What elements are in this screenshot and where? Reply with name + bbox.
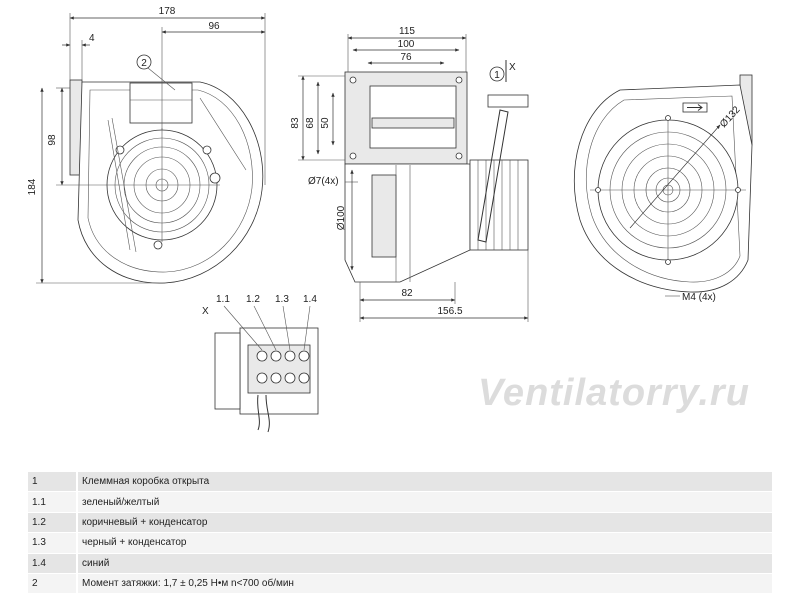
legend-row: 1.2 коричневый + конденсатор	[28, 512, 772, 534]
legend-row: 1.4 синий	[28, 553, 772, 574]
watermark: Ventilatorry.ru	[478, 372, 750, 414]
legend-row: 1.3 черный + конденсатор	[28, 532, 772, 554]
legend-text: синий	[78, 553, 772, 574]
dim-68: 68	[305, 117, 316, 129]
legend-text: коричневый + конденсатор	[78, 512, 772, 534]
dim-178: 178	[159, 6, 176, 17]
legend-num: 1.2	[28, 512, 76, 534]
side-view-middle: 115 100 76 83 68 50 Ø7(4x) Ø100 82 156.5…	[290, 26, 529, 322]
legend-num: 1	[28, 472, 76, 493]
dim-184: 184	[27, 178, 38, 195]
callout-x-detail: X	[202, 306, 209, 317]
dim-115: 115	[399, 26, 415, 37]
dim-156-5: 156.5	[437, 306, 462, 317]
holes-label: Ø7(4x)	[308, 176, 339, 187]
legend-text: зеленый/желтый	[78, 491, 772, 513]
legend-num: 1.1	[28, 491, 76, 513]
legend-text: Момент затяжки: 1,7 ± 0,25 Н•м n<700 об/…	[78, 573, 772, 594]
callout-2: 2	[141, 58, 147, 69]
thread-label: M4 (4x)	[682, 292, 716, 303]
dim-82: 82	[401, 288, 413, 299]
front-view-left: 178 96 4 98 184 2	[27, 6, 266, 284]
dim-76: 76	[400, 52, 412, 63]
inlet-view-right: Ø132 M4 (4x)	[573, 74, 753, 303]
legend-row: 1 Клеммная коробка открыта	[28, 472, 772, 493]
legend-text: черный + конденсатор	[78, 532, 772, 554]
dim-4: 4	[89, 33, 95, 44]
legend-table: 1 Клеммная коробка открыта 1.1 зеленый/ж…	[28, 472, 772, 594]
terminal-1-2: 1.2	[246, 294, 260, 305]
technical-drawing: 178 96 4 98 184 2	[27, 6, 753, 433]
dim-98: 98	[47, 134, 58, 146]
dim-83: 83	[290, 117, 301, 129]
dim-dia-100: Ø100	[336, 205, 347, 230]
legend-row: 2 Момент затяжки: 1,7 ± 0,25 Н•м n<700 о…	[28, 573, 772, 594]
dim-50: 50	[320, 117, 331, 129]
dim-96: 96	[208, 21, 220, 32]
legend-num: 1.4	[28, 553, 76, 574]
legend-num: 2	[28, 573, 76, 594]
terminal-1-3: 1.3	[275, 294, 289, 305]
legend-row: 1.1 зеленый/желтый	[28, 491, 772, 513]
terminal-detail: X 1.1 1.2 1.3 1.4	[202, 294, 319, 433]
callout-x-top: X	[509, 62, 516, 73]
legend-text: Клеммная коробка открыта	[78, 472, 772, 493]
terminal-1-1: 1.1	[216, 294, 230, 305]
legend-num: 1.3	[28, 532, 76, 554]
dim-100: 100	[398, 39, 415, 50]
callout-1: 1	[494, 70, 500, 81]
terminal-1-4: 1.4	[303, 294, 317, 305]
